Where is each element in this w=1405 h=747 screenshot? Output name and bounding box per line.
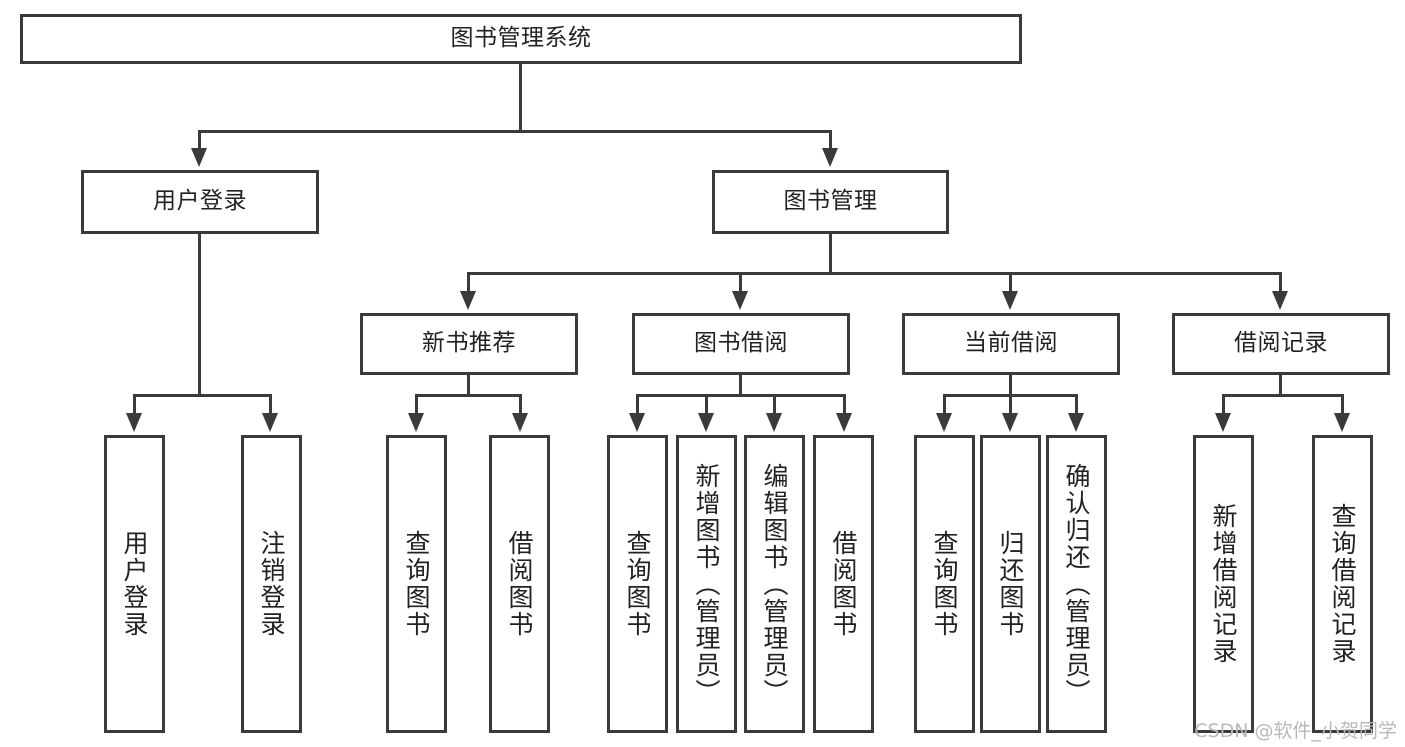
leaf-return-book-label: 归还图书 [996, 530, 1025, 638]
connector-book-borrow-to-leaf-3 [773, 394, 776, 414]
node-book-borrow-label: 图书借阅 [694, 330, 788, 357]
connector-user-login-bus [133, 394, 271, 397]
connector-book-borrow-bus [636, 394, 846, 397]
node-user-login-label: 用户登录 [153, 188, 247, 215]
connector-user-login-stem [198, 234, 201, 396]
connector-borrow-record-to-leaf-1 [1222, 394, 1225, 414]
leaf-edit-book[interactable]: 编辑图书（管理员） [744, 435, 805, 733]
arrowhead-current-borrow [1002, 291, 1018, 310]
connector-bm-to-new-book [467, 272, 470, 294]
leaf-edit-book-label: 编辑图书（管理员） [760, 462, 789, 706]
leaf-confirm-return[interactable]: 确认归还（管理员） [1046, 435, 1107, 733]
arrowhead-leaf-confirm-return [1068, 413, 1084, 432]
node-book-management[interactable]: 图书管理 [712, 170, 949, 234]
leaf-add-book[interactable]: 新增图书（管理员） [676, 435, 737, 733]
leaf-user-login-label: 用户登录 [120, 530, 149, 638]
leaf-add-record[interactable]: 新增借阅记录 [1193, 435, 1254, 733]
connector-user-login-to-leaf-2 [269, 394, 272, 416]
leaf-query-book-2[interactable]: 查询图书 [607, 435, 668, 733]
connector-book-management-stem [829, 234, 832, 274]
leaf-query-record-label: 查询借阅记录 [1328, 503, 1357, 665]
leaf-user-logout[interactable]: 注销登录 [241, 435, 302, 733]
connector-bm-to-book-borrow [739, 272, 742, 294]
leaf-borrow-book-2[interactable]: 借阅图书 [813, 435, 874, 733]
arrowhead-leaf-user-login [126, 413, 142, 432]
connector-bm-to-borrow-record [1279, 272, 1282, 294]
connector-book-borrow-stem [739, 375, 742, 397]
connector-book-management-bus [467, 272, 1281, 275]
arrowhead-new-book-recommend [460, 291, 476, 310]
connector-bm-to-current-borrow [1009, 272, 1012, 294]
connector-new-book-to-leaf-1 [415, 394, 418, 414]
leaf-query-book-2-label: 查询图书 [623, 530, 652, 638]
arrowhead-leaf-edit-book [766, 413, 782, 432]
leaf-borrow-book-1[interactable]: 借阅图书 [489, 435, 550, 733]
leaf-query-book-3[interactable]: 查询图书 [914, 435, 975, 733]
connector-current-borrow-to-leaf-3 [1075, 394, 1078, 414]
arrowhead-leaf-query-book-1 [408, 413, 424, 432]
node-borrow-record[interactable]: 借阅记录 [1172, 313, 1390, 375]
node-current-borrow[interactable]: 当前借阅 [902, 313, 1120, 375]
leaf-query-book-1-label: 查询图书 [402, 530, 431, 638]
arrowhead-leaf-add-book [698, 413, 714, 432]
node-book-borrow[interactable]: 图书借阅 [632, 313, 850, 375]
arrowhead-leaf-add-record [1215, 413, 1231, 432]
leaf-query-book-1[interactable]: 查询图书 [386, 435, 447, 733]
arrowhead-book-borrow [732, 291, 748, 310]
leaf-user-login[interactable]: 用户登录 [104, 435, 165, 733]
arrowhead-leaf-borrow-book-2 [836, 413, 852, 432]
connector-current-borrow-to-leaf-1 [943, 394, 946, 414]
connector-book-borrow-to-leaf-4 [843, 394, 846, 414]
node-borrow-record-label: 借阅记录 [1234, 330, 1328, 357]
connector-current-borrow-to-leaf-2 [1009, 394, 1012, 414]
leaf-query-record[interactable]: 查询借阅记录 [1312, 435, 1373, 733]
node-new-book-recommend[interactable]: 新书推荐 [360, 313, 578, 375]
node-root-system[interactable]: 图书管理系统 [20, 14, 1022, 64]
connector-user-login-to-leaf-1 [133, 394, 136, 416]
node-root-system-label: 图书管理系统 [450, 25, 592, 52]
arrowhead-leaf-query-book-2 [629, 413, 645, 432]
arrowhead-leaf-borrow-book-1 [512, 413, 528, 432]
arrowhead-leaf-query-book-3 [936, 413, 952, 432]
arrowhead-leaf-query-record [1334, 413, 1350, 432]
connector-current-borrow-stem [1009, 375, 1012, 397]
leaf-user-logout-label: 注销登录 [257, 530, 286, 638]
arrowhead-user-login [191, 148, 207, 167]
leaf-query-book-3-label: 查询图书 [930, 530, 959, 638]
connector-book-borrow-to-leaf-2 [705, 394, 708, 414]
node-book-management-label: 图书管理 [783, 188, 878, 215]
arrowhead-leaf-return-book [1002, 413, 1018, 432]
connector-borrow-record-to-leaf-2 [1341, 394, 1344, 414]
connector-new-book-stem [467, 375, 470, 397]
connector-root-bus [198, 130, 832, 133]
leaf-add-book-label: 新增图书（管理员） [692, 462, 721, 706]
node-new-book-recommend-label: 新书推荐 [422, 330, 516, 357]
connector-borrow-record-stem [1279, 375, 1282, 397]
arrowhead-borrow-record [1272, 291, 1288, 310]
node-current-borrow-label: 当前借阅 [964, 330, 1058, 357]
connector-book-borrow-to-leaf-1 [636, 394, 639, 414]
arrowhead-leaf-user-logout [262, 413, 278, 432]
arrowhead-book-management [822, 148, 838, 167]
node-user-login[interactable]: 用户登录 [81, 170, 319, 234]
connector-root-to-book-management [829, 130, 832, 152]
leaf-confirm-return-label: 确认归还（管理员） [1062, 462, 1091, 706]
csdn-watermark: CSDN @软件_小贺同学 [1194, 720, 1397, 742]
leaf-return-book[interactable]: 归还图书 [980, 435, 1041, 733]
leaf-borrow-book-2-label: 借阅图书 [829, 530, 858, 638]
connector-root-stem [519, 64, 522, 131]
leaf-borrow-book-1-label: 借阅图书 [505, 530, 534, 638]
connector-new-book-to-leaf-2 [519, 394, 522, 414]
connector-new-book-bus [415, 394, 522, 397]
leaf-add-record-label: 新增借阅记录 [1209, 503, 1238, 665]
connector-borrow-record-bus [1222, 394, 1344, 397]
connector-root-to-user-login [198, 130, 201, 152]
